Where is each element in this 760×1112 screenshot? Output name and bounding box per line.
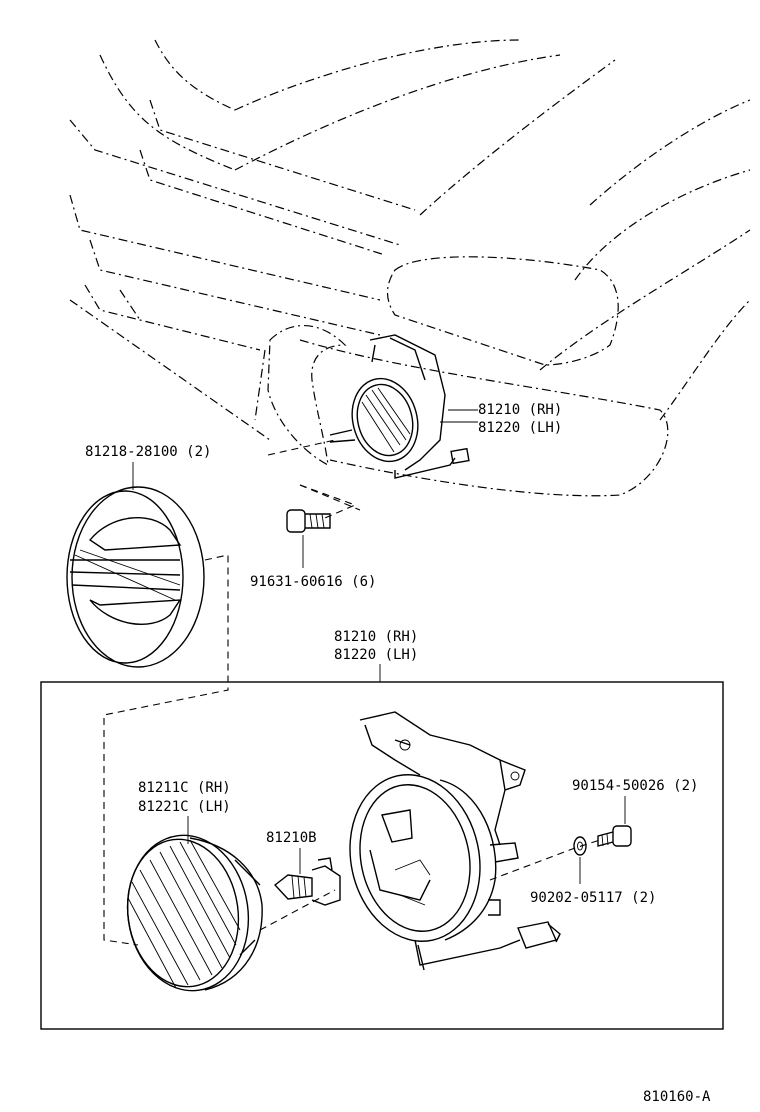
- label-washer: 90202-05117 (2): [530, 890, 656, 906]
- vehicle-front-outline: [69, 39, 751, 497]
- installed-fog-lamp: [329, 334, 470, 479]
- label-screw: 90154-50026 (2): [572, 778, 698, 794]
- label-lens-lh: 81221C (LH): [138, 799, 231, 815]
- label-fog-lamp-assy-top-lh: 81220 (LH): [478, 420, 562, 436]
- fog-lamp-bulb: [273, 857, 341, 906]
- screw: [597, 825, 632, 847]
- washer: [573, 836, 587, 856]
- leader-cover-to-lens: [103, 554, 229, 946]
- fog-lamp-lens: [126, 834, 263, 992]
- label-fog-lamp-assy-mid-lh: 81220 (LH): [334, 647, 418, 663]
- label-lens-rh: 81211C (RH): [138, 780, 231, 796]
- leader-install-to-cover: [299, 484, 361, 511]
- label-fog-lamp-assy-mid-rh: 81210 (RH): [334, 629, 418, 645]
- exploded-view-frame: [40, 681, 724, 1030]
- bolt: [286, 509, 331, 533]
- leader-install-to-bolt: [267, 439, 357, 519]
- label-fog-lamp-assy-top-rh: 81210 (RH): [478, 402, 562, 418]
- label-bulb: 81210B: [266, 830, 317, 846]
- leader-screw-washer: [489, 839, 601, 881]
- label-cover: 81218-28100 (2): [85, 444, 211, 460]
- label-bolt: 91631-60616 (6): [250, 574, 376, 590]
- diagram-code: 810160-A: [643, 1089, 711, 1105]
- fog-lamp-cover: [66, 486, 205, 668]
- fog-lamp-housing: [349, 711, 561, 971]
